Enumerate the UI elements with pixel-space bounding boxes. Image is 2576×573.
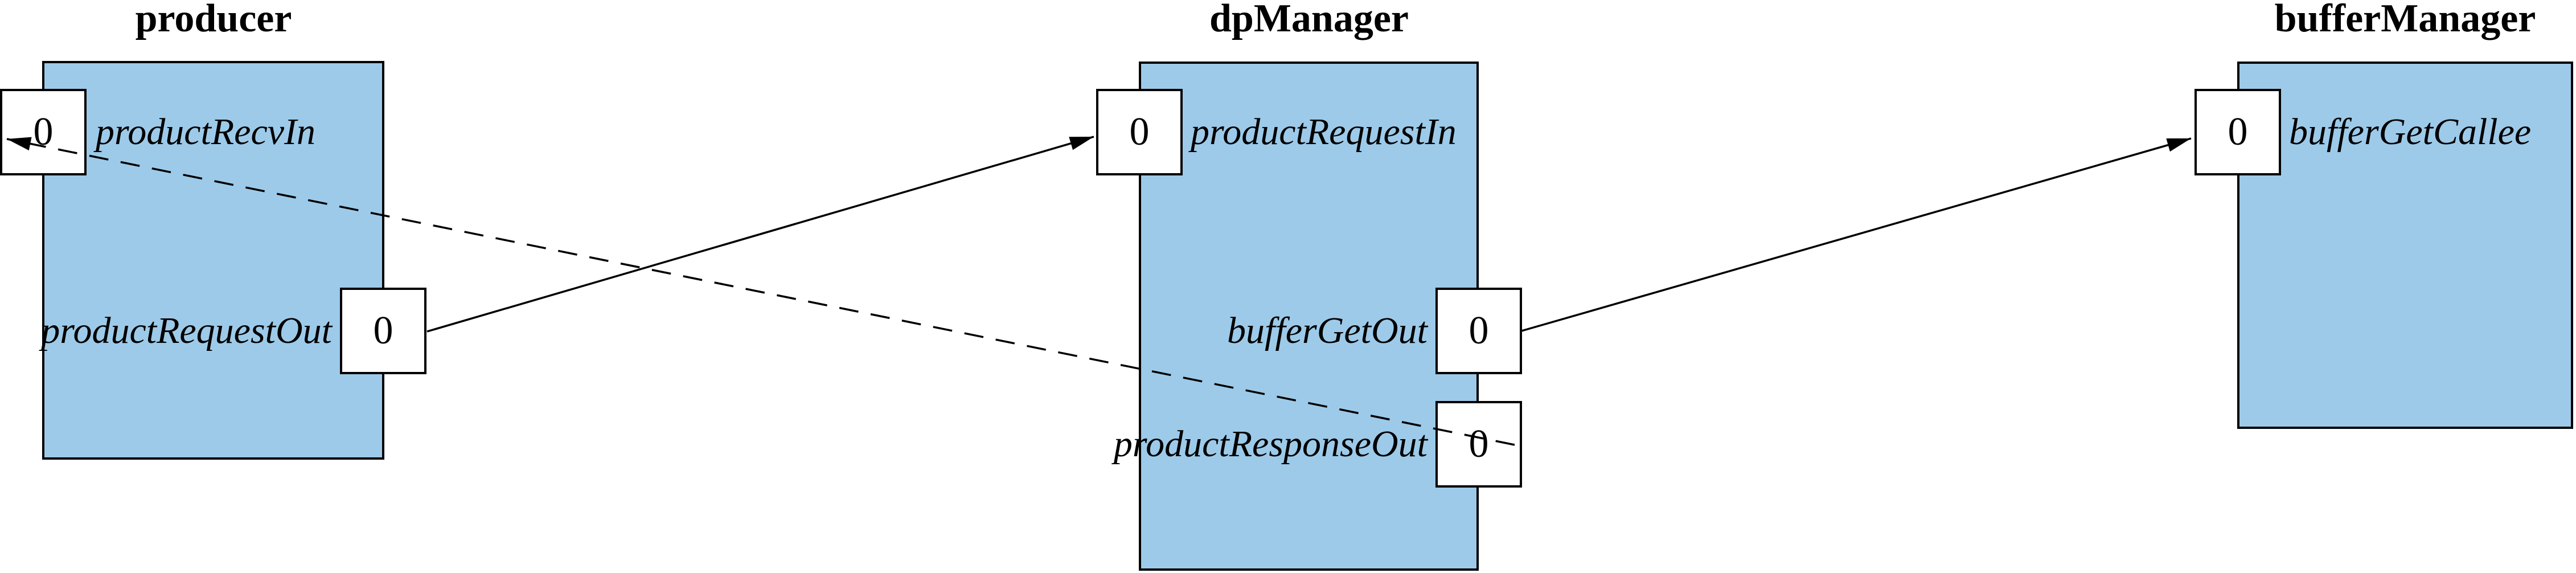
port-productRequestIn: 0 (1096, 89, 1183, 175)
port-label-bufferGetCallee: bufferGetCallee (2289, 111, 2532, 153)
port-number-productRequestIn: 0 (1129, 110, 1150, 154)
port-label-productRequestOut: productRequestOut (41, 310, 332, 351)
port-label-productRecvIn: productRecvIn (96, 111, 316, 153)
port-label-productRequestIn: productRequestIn (1191, 111, 1457, 153)
connection-productRequestOut-to-productRequestIn (426, 136, 1094, 333)
port-number-productResponseOut: 0 (1469, 422, 1489, 466)
connection-bufferGetOut-to-bufferGetCallee (1521, 137, 2192, 332)
port-productResponseOut: 0 (1435, 401, 1522, 488)
port-number-productRecvIn: 0 (33, 110, 54, 154)
port-productRequestOut: 0 (340, 288, 426, 374)
module-title-dpManager: dpManager (1209, 0, 1409, 40)
port-number-productRequestOut: 0 (373, 309, 393, 353)
port-number-bufferGetCallee: 0 (2228, 110, 2248, 154)
module-title-producer: producer (135, 0, 292, 40)
port-label-productResponseOut: productResponseOut (1113, 423, 1428, 465)
port-label-bufferGetOut: bufferGetOut (1227, 310, 1428, 351)
module-title-bufferManager: bufferManager (2274, 0, 2536, 40)
port-bufferGetOut: 0 (1435, 288, 1522, 374)
port-bufferGetCallee: 0 (2194, 89, 2281, 175)
port-number-bufferGetOut: 0 (1469, 309, 1489, 353)
port-productRecvIn: 0 (0, 89, 87, 175)
module-box-bufferManager (2237, 62, 2573, 429)
